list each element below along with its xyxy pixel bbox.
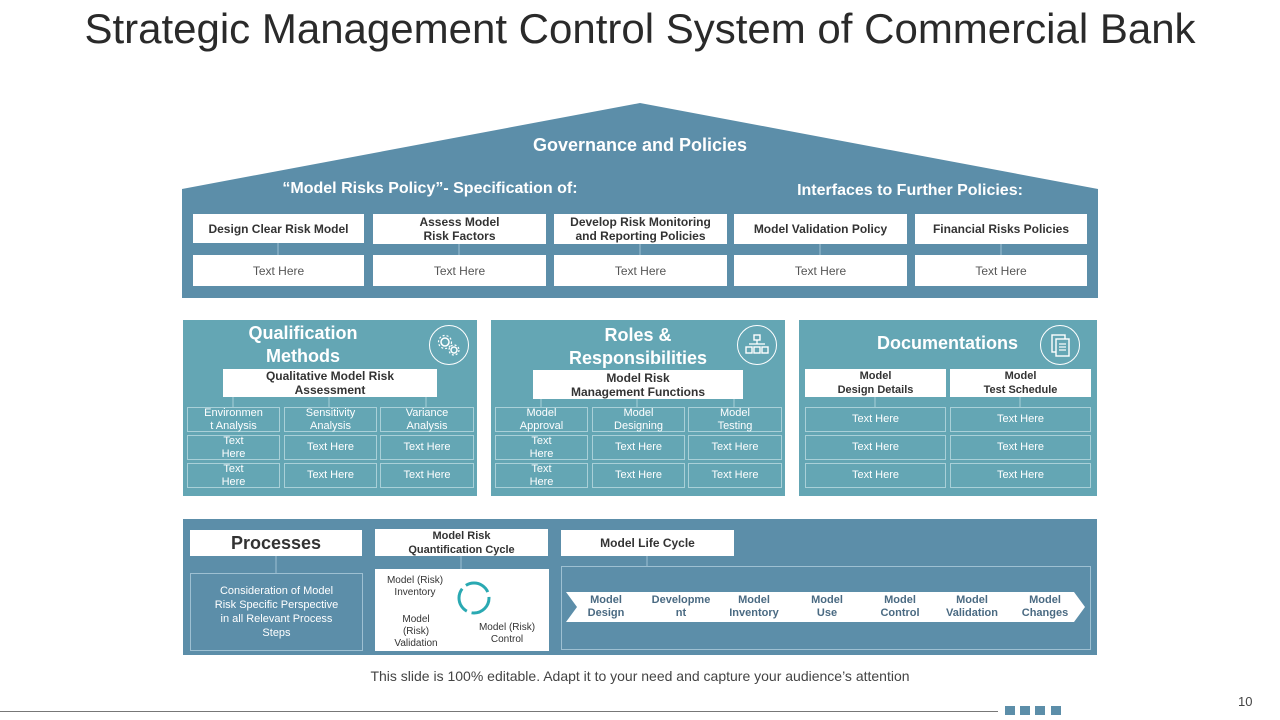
slide-title: Strategic Management Control System of C… [84, 5, 1196, 52]
lifecycle-step: Model Changes [1021, 594, 1069, 619]
documentations-cell: Text Here [805, 407, 946, 432]
documentations-title: Documentations [876, 333, 1018, 353]
lifecycle-step: Model Design [587, 594, 625, 619]
roles-cell: Text Here [495, 435, 588, 460]
footer-rule [0, 711, 998, 712]
lifecycle-step: Model Control [880, 594, 920, 619]
document-icon [1040, 325, 1080, 365]
documentations-connectors [874, 397, 1021, 407]
governance-header-4: Model Validation Policy [734, 214, 907, 244]
org-chart-icon [737, 325, 777, 365]
qualification-title: Qualification Methods [248, 323, 358, 366]
governance-header-5: Financial Risks Policies [915, 214, 1087, 244]
governance-text-3: Text Here [554, 255, 727, 286]
qualification-cell: Text Here [187, 463, 280, 488]
roles-panel [491, 320, 785, 496]
qualification-cell: Sensitivity Analysis [284, 407, 377, 432]
documentations-cell: Text Here [805, 435, 946, 460]
processes-description: Consideration of Model Risk Specific Per… [214, 585, 339, 639]
cycle-item-inventory: Model (Risk) Inventory [386, 575, 444, 598]
gears-icon [429, 325, 469, 365]
qualification-cell: Variance Analysis [380, 407, 474, 432]
roles-cell: Text Here [688, 435, 782, 460]
processes-connector [275, 556, 277, 574]
model-life-cycle-header: Model Life Cycle [561, 530, 734, 556]
roles-cell: Text Here [688, 463, 782, 488]
cycle-ring-icon [457, 581, 491, 615]
cycle-item-validation: Model (Risk) Validation [394, 614, 438, 649]
qualification-connectors [232, 397, 427, 407]
footer-square [1005, 706, 1015, 715]
roles-cell: Model Approval [495, 407, 588, 432]
qualification-cell: Text Here [284, 463, 377, 488]
lifecycle-step: Developme nt [651, 594, 711, 619]
interfaces-subtitle: Interfaces to Further Policies: [797, 182, 1023, 199]
governance-header-3: Develop Risk Monitoring and Reporting Po… [554, 214, 727, 244]
roles-cell: Text Here [495, 463, 588, 488]
footer-square [1035, 706, 1045, 715]
quantification-connector [460, 556, 462, 569]
footer-square [1020, 706, 1030, 715]
footer-note: This slide is 100% editable. Adapt it to… [370, 668, 910, 684]
roles-cell: Text Here [592, 435, 685, 460]
roles-cell: Text Here [592, 463, 685, 488]
qualification-panel [183, 320, 477, 496]
governance-text-4: Text Here [734, 255, 907, 286]
roles-connectors [540, 399, 735, 407]
governance-panel [182, 103, 1098, 298]
page-number: 10 [1238, 694, 1253, 709]
qualification-cell: Text Here [380, 463, 474, 488]
documentations-cell: Text Here [950, 463, 1091, 488]
documentations-cell: Text Here [950, 435, 1091, 460]
lifecycle-step: Model Validation [946, 594, 998, 619]
qualification-cell: Text Here [284, 435, 377, 460]
governance-text-5: Text Here [915, 255, 1087, 286]
processes-description-box [190, 573, 363, 651]
lifecycle-step: Model Use [811, 594, 843, 619]
roles-title: Roles & Responsibilities [568, 325, 708, 368]
documentations-header-1: Model Design Details [805, 369, 946, 397]
qualification-cell: Text Here [187, 435, 280, 460]
documentations-header-2: Model Test Schedule [950, 369, 1091, 397]
model-risk-policy-subtitle: “Model Risks Policy”- Specification of: [282, 180, 578, 197]
quantification-cycle-header: Model Risk Quantification Cycle [375, 529, 548, 556]
qualification-cell: Environmen t Analysis [187, 407, 280, 432]
governance-text-1: Text Here [193, 255, 364, 286]
lifecycle-step: Model Inventory [729, 594, 779, 619]
lifecycle-connector [646, 556, 648, 566]
documentations-cell: Text Here [805, 463, 946, 488]
governance-text-2: Text Here [373, 255, 546, 286]
processes-title: Processes [190, 530, 362, 556]
roles-cell: Model Designing [592, 407, 685, 432]
cycle-item-control: Model (Risk) Control [478, 622, 536, 645]
quantification-cycle-box [375, 569, 549, 651]
footer-square [1051, 706, 1061, 715]
roles-cell: Model Testing [688, 407, 782, 432]
lifecycle-box [561, 566, 1091, 650]
governance-connectors [277, 243, 1002, 255]
governance-title: Governance and Policies [532, 135, 748, 155]
governance-header-1: Design Clear Risk Model [193, 214, 364, 243]
roles-header: Model Risk Management Functions [533, 370, 743, 399]
governance-header-2: Assess Model Risk Factors [373, 214, 546, 244]
lifecycle-chevrons [566, 592, 1085, 622]
qualification-cell: Text Here [380, 435, 474, 460]
documentations-cell: Text Here [950, 407, 1091, 432]
qualification-header: Qualitative Model Risk Assessment [223, 369, 437, 397]
